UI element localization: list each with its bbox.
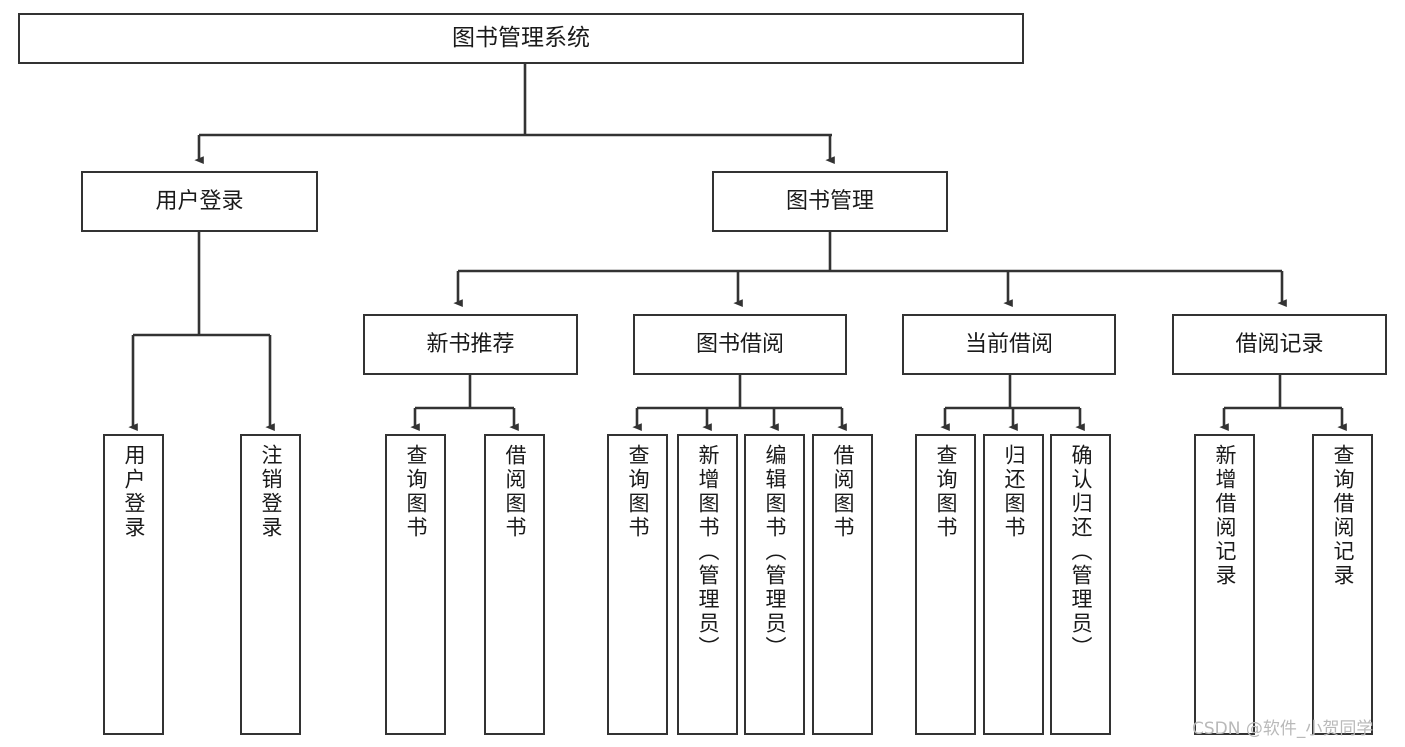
node-label: 编辑图书（管理员） bbox=[763, 444, 787, 660]
node-label: 借阅图书 bbox=[503, 444, 527, 540]
node-book-management[interactable]: 图书管理 bbox=[712, 171, 948, 232]
node-label: 确认归还（管理员） bbox=[1069, 444, 1093, 660]
leaf-query-borrow-record[interactable]: 查询借阅记录 bbox=[1312, 434, 1373, 735]
node-label: 用户登录 bbox=[155, 188, 244, 214]
node-current-borrow[interactable]: 当前借阅 bbox=[902, 314, 1116, 375]
node-label: 新书推荐 bbox=[426, 331, 515, 357]
leaf-add-borrow-record[interactable]: 新增借阅记录 bbox=[1194, 434, 1255, 735]
node-label: 借阅图书 bbox=[831, 444, 855, 540]
node-label: 查询借阅记录 bbox=[1331, 444, 1355, 588]
node-label: 用户登录 bbox=[122, 444, 146, 540]
leaf-query-book-newbook[interactable]: 查询图书 bbox=[385, 434, 446, 735]
node-label: 归还图书 bbox=[1002, 444, 1026, 540]
node-label: 当前借阅 bbox=[964, 331, 1053, 357]
node-new-book-recommend[interactable]: 新书推荐 bbox=[363, 314, 578, 375]
leaf-return-book[interactable]: 归还图书 bbox=[983, 434, 1044, 735]
node-label: 注销登录 bbox=[259, 444, 283, 540]
node-root-system[interactable]: 图书管理系统 bbox=[18, 13, 1024, 64]
node-label: 查询图书 bbox=[934, 444, 958, 540]
node-book-borrow[interactable]: 图书借阅 bbox=[633, 314, 847, 375]
node-user-login[interactable]: 用户登录 bbox=[81, 171, 318, 232]
leaf-query-book-borrow[interactable]: 查询图书 bbox=[607, 434, 668, 735]
node-label: 图书管理系统 bbox=[452, 24, 590, 51]
node-label: 借阅记录 bbox=[1235, 331, 1324, 357]
leaf-query-book-current[interactable]: 查询图书 bbox=[915, 434, 976, 735]
leaf-borrow-book[interactable]: 借阅图书 bbox=[812, 434, 873, 735]
csdn-watermark: CSDN @软件_小贺同学 bbox=[1192, 719, 1374, 739]
leaf-confirm-return-admin[interactable]: 确认归还（管理员） bbox=[1050, 434, 1111, 735]
node-label: 图书管理 bbox=[785, 188, 874, 214]
node-label: 图书借阅 bbox=[695, 331, 784, 357]
leaf-borrow-book-newbook[interactable]: 借阅图书 bbox=[484, 434, 545, 735]
node-label: 新增图书（管理员） bbox=[696, 444, 720, 660]
node-borrow-record[interactable]: 借阅记录 bbox=[1172, 314, 1387, 375]
node-label: 查询图书 bbox=[626, 444, 650, 540]
node-label: 查询图书 bbox=[404, 444, 428, 540]
leaf-edit-book-admin[interactable]: 编辑图书（管理员） bbox=[744, 434, 805, 735]
leaf-user-login[interactable]: 用户登录 bbox=[103, 434, 164, 735]
node-label: 新增借阅记录 bbox=[1213, 444, 1237, 588]
leaf-logout[interactable]: 注销登录 bbox=[240, 434, 301, 735]
leaf-add-book-admin[interactable]: 新增图书（管理员） bbox=[677, 434, 738, 735]
